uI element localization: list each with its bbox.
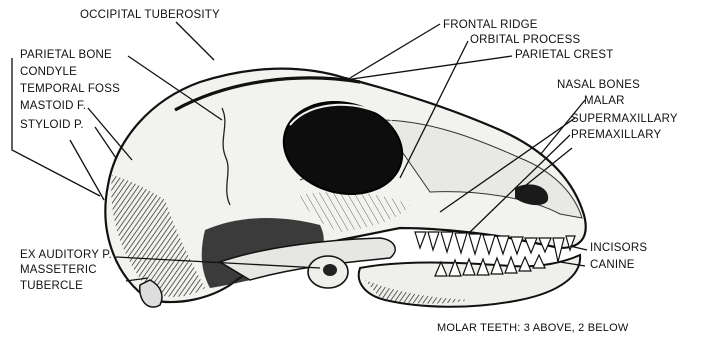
label-tubercle: TUBERCLE xyxy=(20,281,83,293)
label-orbital-process: ORBITAL PROCESS xyxy=(470,35,580,47)
label-supermaxillary: SUPERMAXILLARY xyxy=(571,114,678,126)
label-malar: MALAR xyxy=(584,96,625,108)
label-styloid-p: STYLOID P. xyxy=(20,120,84,132)
label-ex-auditory-p: EX AUDITORY P. xyxy=(20,250,112,262)
label-incisors: INCISORS xyxy=(590,243,647,255)
label-frontal-ridge: FRONTAL RIDGE xyxy=(443,20,538,32)
molar-teeth-caption: MOLAR TEETH: 3 ABOVE, 2 BELOW xyxy=(437,323,628,334)
label-nasal-bones: NASAL BONES xyxy=(557,80,640,92)
label-premaxillary: PREMAXILLARY xyxy=(571,130,661,142)
label-parietal-crest: PARIETAL CREST xyxy=(515,50,613,62)
label-canine: CANINE xyxy=(590,260,635,272)
label-parietal-bone: PARIETAL BONE xyxy=(20,50,112,62)
label-temporal-foss: TEMPORAL FOSS xyxy=(20,84,120,96)
auditory-meatus xyxy=(323,264,337,276)
label-occipital-tuberosity: OCCIPITAL TUBEROSITY xyxy=(80,10,220,22)
label-condyle: CONDYLE xyxy=(20,67,77,79)
label-masseteric: MASSETERIC xyxy=(20,265,97,277)
label-mastoid-f: MASTOID F. xyxy=(20,101,86,113)
